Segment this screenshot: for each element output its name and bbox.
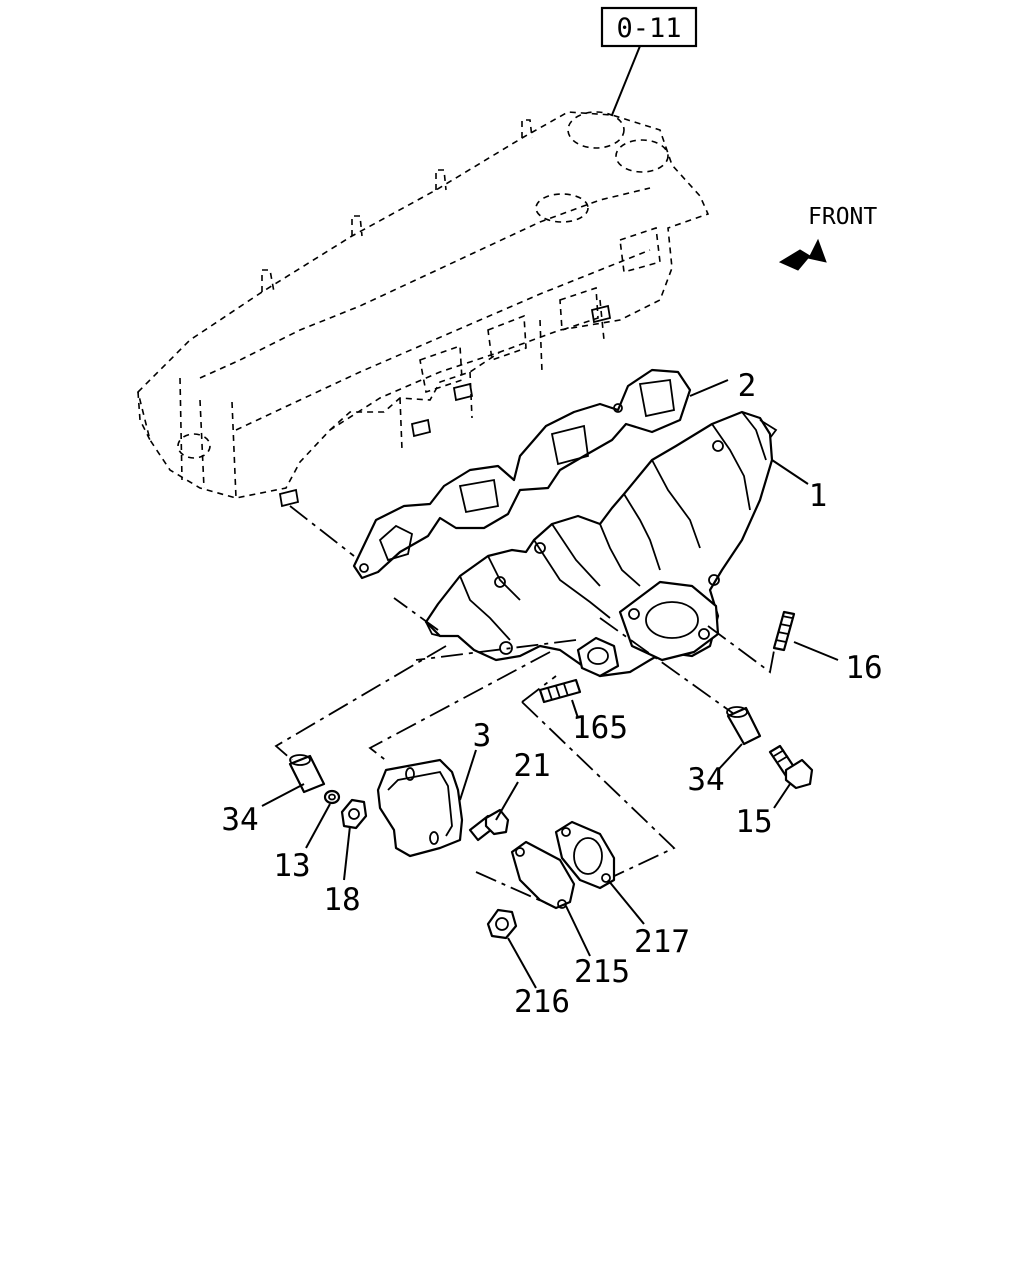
washer-13[interactable]	[323, 789, 341, 805]
callout-216: 216	[514, 984, 570, 1020]
callout-13: 13	[273, 848, 310, 884]
callout-217: 217	[634, 924, 690, 960]
callout-34-right: 34	[687, 762, 724, 798]
nut-18[interactable]	[340, 798, 368, 830]
front-arrow-icon	[778, 238, 827, 271]
bracket-3[interactable]	[376, 758, 464, 858]
exhaust-manifold[interactable]	[424, 410, 778, 678]
reference-label: 0-11	[616, 13, 681, 44]
callout-2: 2	[738, 368, 757, 404]
sleeve-34-left[interactable]	[288, 754, 326, 794]
gasket-217[interactable]	[554, 820, 616, 890]
reference-box[interactable]: 0-11	[600, 6, 698, 116]
head-stud	[278, 304, 612, 508]
callout-215: 215	[574, 954, 630, 990]
callout-34-left: 34	[221, 802, 258, 838]
stud-165[interactable]	[538, 678, 582, 704]
exhaust-manifold-gasket[interactable]	[352, 368, 692, 580]
callout-15: 15	[735, 804, 772, 840]
nut-216[interactable]	[486, 908, 518, 940]
cylinder-head-phantom	[137, 111, 710, 508]
callout-18: 18	[323, 882, 360, 918]
bolt-15[interactable]	[768, 744, 814, 790]
callout-16: 16	[845, 650, 882, 686]
sleeve-34-right[interactable]	[726, 706, 762, 746]
stud-16[interactable]	[772, 610, 796, 652]
callout-3: 3	[473, 718, 492, 754]
callout-21: 21	[513, 748, 550, 784]
front-indicator: FRONT	[778, 204, 877, 271]
bolt-21[interactable]	[468, 808, 510, 842]
front-label: FRONT	[808, 204, 877, 230]
callout-165: 165	[572, 710, 628, 746]
callout-1: 1	[809, 478, 828, 514]
leader-lines	[261, 379, 839, 989]
egr-adapter-215[interactable]	[510, 840, 576, 910]
